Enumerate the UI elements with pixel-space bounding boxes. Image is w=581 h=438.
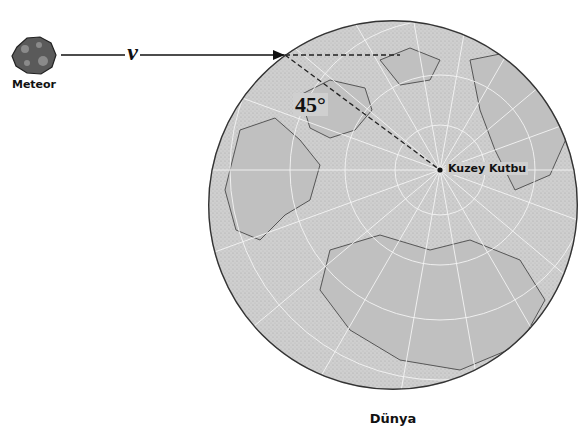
meteor-crater [21, 45, 29, 53]
meteor-node: Meteor [2, 33, 66, 91]
globe-outline [208, 20, 578, 390]
pole-label: Kuzey Kutbu [446, 162, 528, 175]
velocity-arrow [61, 54, 285, 56]
map-details [20, 0, 581, 438]
meteor-crater [38, 56, 48, 66]
meteor-rock [12, 37, 56, 74]
meteor-label: Meteor [2, 78, 66, 91]
meteor-shape [9, 33, 59, 77]
meteor-crater [36, 42, 42, 48]
parallels [165, 0, 581, 438]
landmass [225, 118, 320, 240]
earth-globe: Dünya [208, 20, 578, 438]
earth-label: Dünya [368, 411, 419, 426]
globe-fill [208, 20, 578, 390]
globe-border [209, 21, 578, 390]
angle-label: 45° [293, 93, 328, 116]
north-pole-dot [437, 167, 442, 172]
meteor-crater [24, 60, 30, 66]
reference-dashed-lines [285, 55, 440, 170]
meridians [20, 0, 581, 438]
velocity-label: v [125, 40, 140, 64]
